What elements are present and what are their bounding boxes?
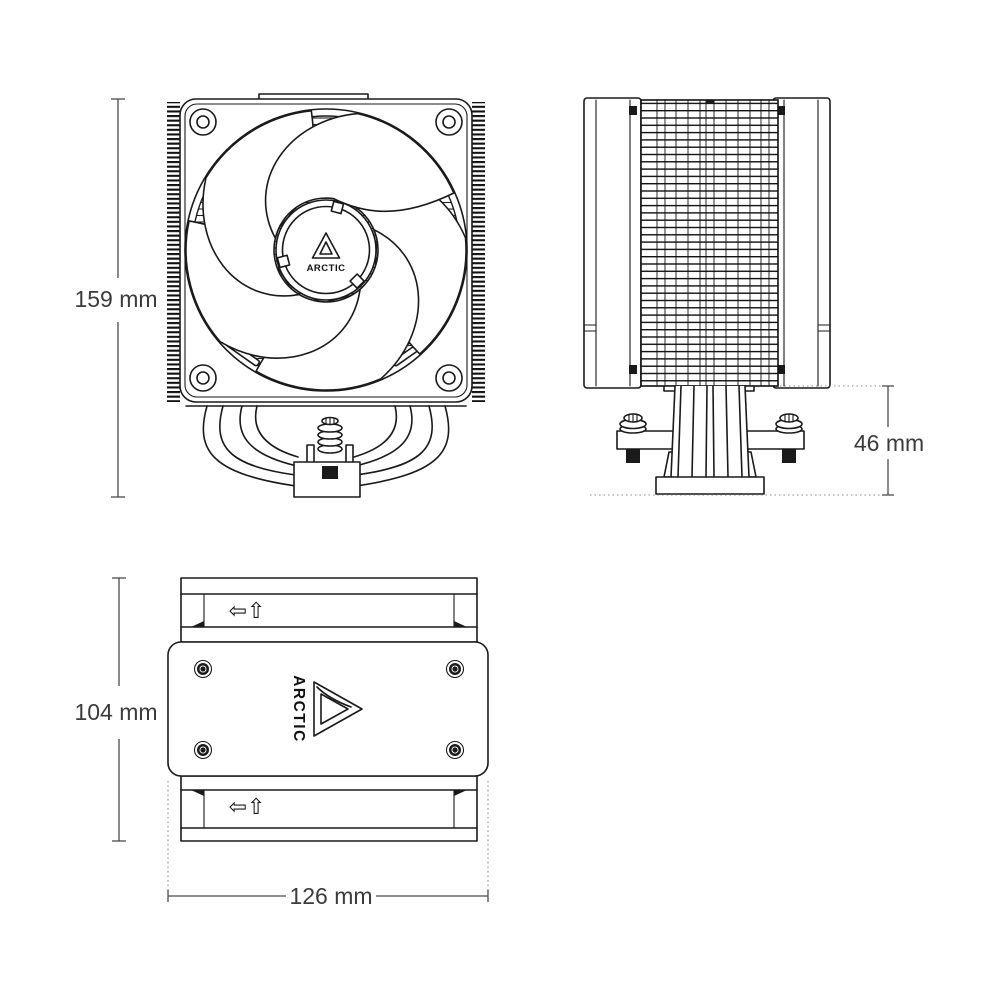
front-view: ARCTIC [167,93,485,498]
dimension-width-126: 126 mm [167,781,489,909]
spring-screw-right [775,413,803,434]
torx-screw [445,659,465,679]
top-view: ⇦⇧ ⇦⇧ [167,577,489,842]
fan-hub-brand-text: ARCTIC [307,263,346,274]
fin-teeth-left [167,102,180,402]
heatpipes-front [202,405,450,487]
mounting-stud [626,449,640,463]
side-fan-right [772,97,831,389]
dimension-label: 159 mm [74,286,157,312]
dimension-label: 46 mm [854,430,924,456]
cooler-base-front [293,416,361,498]
fan-clip-bottom: ⇦⇧ [180,775,478,842]
fan-blade [264,112,455,240]
arctic-logo-icon [313,681,363,737]
dimension-depth-104: 104 mm [74,577,158,842]
retention-bracket [306,444,315,465]
torx-screw [193,740,213,760]
spring-screw-left [619,413,647,434]
arctic-logo-icon [311,232,341,259]
fin-teeth-right [472,102,485,402]
base-plate-side [655,476,765,495]
fan-clip-top: ⇦⇧ [180,577,478,643]
fin-stack-top-edge [258,93,369,100]
side-fan-left [583,97,642,389]
torx-screw [445,740,465,760]
direction-arrows-bottom: ⇦⇧ [229,795,266,820]
plate-brand: ARCTIC [290,675,363,743]
torx-screw [193,659,213,679]
heatpipes-side [670,385,750,478]
dimension-label: 126 mm [289,883,372,909]
fan-corner-screws [189,108,463,392]
fin-stack [640,99,779,392]
plate-brand-text: ARCTIC [290,675,307,743]
fan-blades [185,109,467,391]
base-nut [322,466,338,479]
dimension-clearance-46: 46 mm [590,385,924,496]
direction-arrows-top: ⇦⇧ [229,599,266,624]
side-view [583,97,831,495]
retention-bracket [345,444,354,465]
spring-screw-front [317,416,343,454]
mounting-stud [782,449,796,463]
dimension-label: 104 mm [74,699,157,725]
top-plate: ARCTIC [167,641,489,777]
dimension-height-159: 159 mm [74,98,158,498]
fan-hub: ARCTIC [275,199,377,301]
